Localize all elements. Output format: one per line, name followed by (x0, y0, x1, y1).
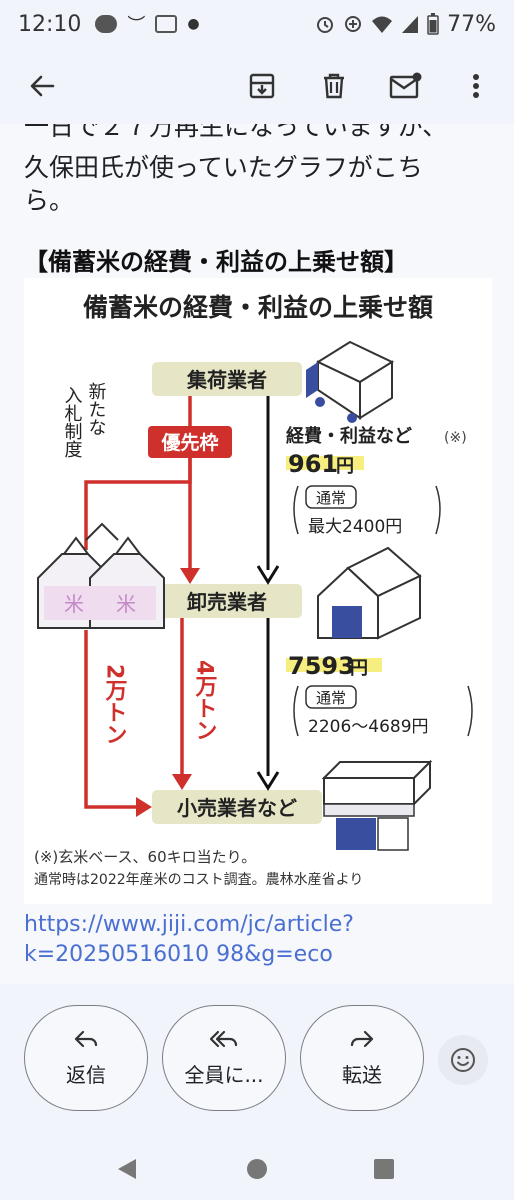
red-arrowhead (180, 568, 200, 584)
black-arrowhead (256, 565, 280, 585)
data-saver-icon (345, 16, 362, 32)
priority-box (148, 426, 232, 458)
value-collector-unit: 円 (336, 456, 354, 477)
battery-percent: 77% (447, 11, 496, 37)
article-link[interactable]: https://www.jiji.com/jc/article? k=20250… (24, 910, 354, 970)
red-arrowhead (136, 797, 152, 817)
back-triangle-icon[interactable] (116, 1157, 138, 1181)
mid-amount: 4万トン (192, 660, 219, 741)
status-time: 12:10 (18, 11, 82, 37)
normal-label: 通常 (316, 689, 346, 707)
bracket (293, 485, 299, 535)
forward-button[interactable]: 転送 (300, 1005, 424, 1111)
reply-all-button[interactable]: 全員に... (162, 1005, 286, 1111)
forward-label: 転送 (342, 1062, 382, 1087)
infographic-svg: 備蓄米の経費・利益の上乗せ額 集荷業者 卸売業者 小売業者など 優先枠 (34, 293, 473, 888)
link-line[interactable]: https://www.jiji.com/jc/article? (24, 912, 354, 937)
warehouse-illustration (317, 546, 422, 640)
value-wholesaler: 7593 (288, 652, 355, 680)
home-circle-icon[interactable] (245, 1157, 269, 1181)
shop-illustration (321, 759, 433, 851)
rice-bags-illustration: 米 米 (37, 522, 165, 629)
reply-icon (74, 1030, 98, 1047)
notification-icons: ︶ ● (95, 11, 200, 37)
normal-range-2: 2206〜4689円 (308, 717, 429, 737)
stage-wholesaler: 卸売業者 (187, 590, 267, 614)
figure-title: 備蓄米の経費・利益の上乗せ額 (83, 293, 433, 322)
system-nav-bar (0, 1125, 514, 1200)
highlight-2 (286, 658, 382, 672)
wifi-icon (372, 16, 393, 33)
new-bid-label: 新たな 入札制度 (62, 382, 107, 458)
stage-collector: 集荷業者 (186, 368, 267, 392)
battery-icon (427, 13, 439, 35)
emoji-reaction-button[interactable] (438, 1035, 488, 1085)
reply-all-label: 全員に... (184, 1062, 264, 1087)
cost-label: 経費・利益など (286, 425, 412, 447)
footnote-2: 通常時は2022年産米のコスト調査。農林水産省より (34, 872, 363, 888)
tilde-icon: ︶ (127, 15, 146, 36)
message-line: 久保田氏が使っていたグラフがこち (24, 153, 423, 182)
message-content: 一日で２７万再生になっていますが、 久保田氏が使っていたグラフがこち ら。 【備… (0, 124, 514, 984)
red-arrowhead (172, 774, 192, 790)
reply-label: 返信 (66, 1062, 106, 1087)
line-app-icon (95, 15, 118, 33)
signal-icon (402, 16, 419, 33)
stop-app-icon (155, 15, 178, 33)
red-arrow (84, 458, 192, 550)
stage-retailer-box (152, 790, 322, 824)
app-bar (0, 48, 514, 124)
dot-icon: ● (187, 16, 200, 32)
message-line: ら。 (24, 186, 75, 215)
bag-mark: 米 (64, 592, 84, 616)
archive-icon[interactable] (242, 66, 282, 106)
highlight-1 (286, 456, 364, 470)
status-bar: 12:10 ︶ ● 77% (0, 0, 514, 48)
footnote-1: (※)玄米ベース、60キロ当たり。 (34, 848, 256, 866)
reply-all-icon (209, 1030, 238, 1047)
mark-unread-icon[interactable] (386, 66, 426, 106)
stage-wholesaler-box (152, 584, 302, 618)
priority-label: 優先枠 (160, 431, 218, 454)
new-bid-col: 入札制度 (62, 386, 83, 458)
normal-tag (305, 485, 357, 509)
bracket (467, 685, 473, 737)
normal-label: 通常 (316, 489, 346, 507)
red-arrow (84, 630, 138, 809)
arrow-left-icon[interactable] (22, 66, 62, 106)
system-icons: 77% (315, 12, 496, 37)
truck-illustration (306, 340, 395, 423)
reply-actions: 返信 全員に... 転送 (0, 1005, 514, 1115)
value-collector: 961 (288, 450, 338, 478)
stage-retailer: 小売業者など (177, 796, 297, 820)
section-heading: 【備蓄米の経費・利益の上乗せ額】 (24, 248, 408, 276)
normal-tag (305, 685, 357, 709)
message-line: 一日で２７万再生になっていますが、 (24, 124, 448, 141)
normal-range-1: 最大2400円 (308, 517, 402, 537)
recents-square-icon[interactable] (373, 1158, 395, 1180)
forward-icon (350, 1030, 374, 1047)
more-vert-icon[interactable] (456, 66, 496, 106)
value-wholesaler-unit: 円 (350, 658, 368, 679)
reply-button[interactable]: 返信 (24, 1005, 148, 1111)
left-amount: 2万トン (102, 664, 129, 745)
smiley-icon (451, 1048, 475, 1072)
infographic-image: 備蓄米の経費・利益の上乗せ額 集荷業者 卸売業者 小売業者など 優先枠 (24, 278, 492, 904)
new-bid-col: 新たな (86, 382, 107, 436)
alarm-icon (317, 17, 334, 33)
bracket (435, 485, 441, 535)
bag-mark: 米 (116, 592, 136, 616)
trash-icon[interactable] (314, 66, 354, 106)
stage-collector-box (152, 362, 302, 396)
black-arrowhead (256, 771, 280, 791)
link-line[interactable]: k=20250516010 98&g=eco (24, 942, 333, 967)
cost-note: (※) (444, 430, 467, 446)
bracket (293, 685, 299, 737)
